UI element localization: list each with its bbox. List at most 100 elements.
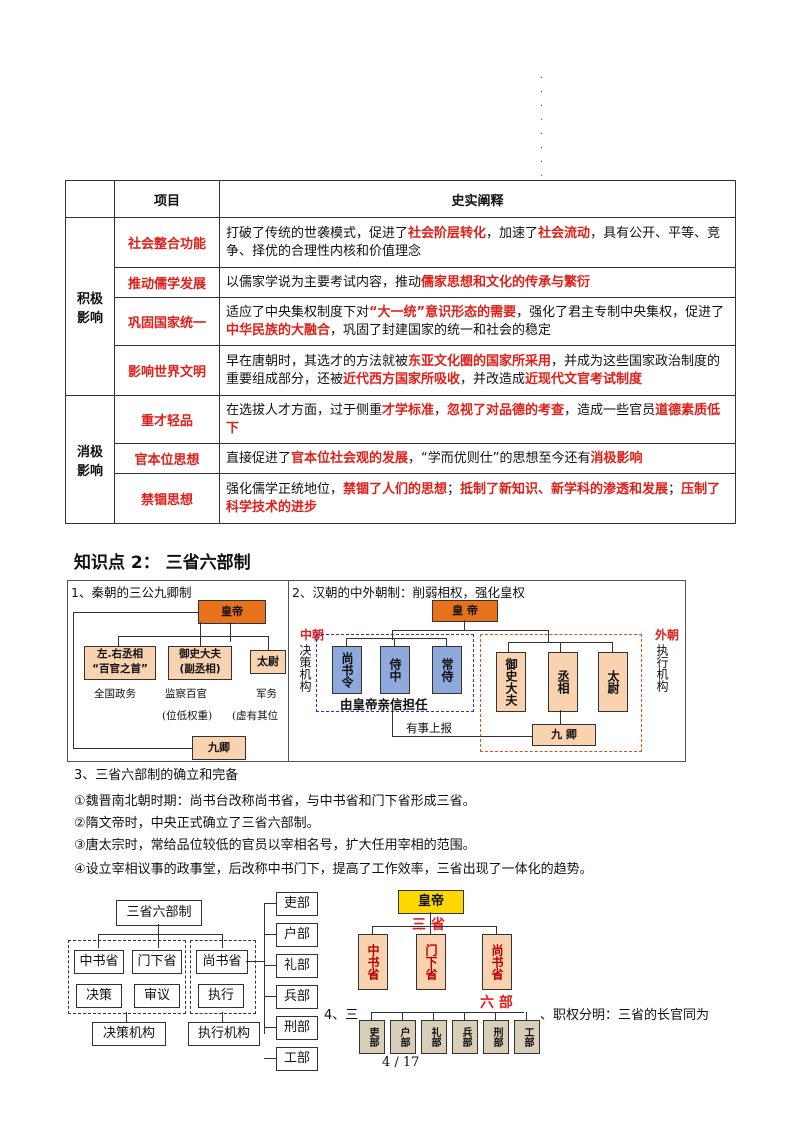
desc-segment: “大一统”意识形态的需要 bbox=[369, 304, 517, 320]
desc-segment: ，“学而优则仕”的思想至今还有 bbox=[408, 450, 591, 466]
d4-shangshu-box: 尚书省 bbox=[482, 934, 512, 990]
desc-segment: ， bbox=[434, 402, 448, 418]
desc-segment: 近现代文官考试制度 bbox=[525, 371, 643, 387]
han-outer-box-1: 御史大夫 bbox=[496, 652, 526, 712]
table-row: 影响世界文明早在唐朝时，其选才的方法就被东亚文化圈的国家所采用，并成为这些国家政… bbox=[66, 345, 736, 396]
table-header-item: 项目 bbox=[114, 180, 220, 218]
d3-dept-box: 兵部 bbox=[276, 985, 318, 1009]
han-jiuqing-box: 九 卿 bbox=[532, 724, 596, 746]
table-row: 官本位思想直接促进了官本位社会观的发展，“学而优则仕”的思想至今还有消极影响 bbox=[66, 443, 736, 474]
d4-liubu-label: 六 部 bbox=[480, 995, 513, 1011]
desc-segment: 忽视了对品德的考查 bbox=[447, 402, 565, 418]
d3-decision-frame bbox=[68, 940, 186, 1014]
row-item: 官本位思想 bbox=[114, 443, 220, 474]
desc-segment: 抵制了新知识、新学科的渗透和发展 bbox=[460, 481, 669, 497]
d3-dept-box: 工部 bbox=[276, 1047, 318, 1071]
d4-dept-box: 礼部 bbox=[421, 1020, 447, 1054]
desc-segment: ，具有公开、平等、竞争、择优的合理性内核和价值理念 bbox=[226, 225, 721, 259]
table-row: 积极影响社会整合功能打破了传统的世袭模式，促进了社会阶层转化，加速了社会流动，具… bbox=[65, 217, 736, 396]
row-item: 影响世界文明 bbox=[114, 345, 220, 396]
group-label: 积极影响 bbox=[65, 217, 115, 396]
table-header-desc: 史实阐释 bbox=[219, 180, 736, 218]
desc-segment: ，并成为这些国家政治制度的重要组成部分，还被 bbox=[226, 353, 721, 387]
desc-segment: 在选拔人才方面，过于侧重 bbox=[226, 402, 383, 418]
list-item-2: ②隋文帝时，中央正式确立了三省六部制。 bbox=[74, 816, 320, 831]
han-inner-box-3: 常侍 bbox=[432, 646, 462, 694]
d3-menxia-box: 门下省 bbox=[132, 950, 182, 974]
desc-segment: ，并改造成 bbox=[460, 371, 526, 387]
row-item: 禁锢思想 bbox=[114, 473, 220, 524]
d4-dept-box: 兵部 bbox=[452, 1020, 478, 1054]
desc-segment: ，强化了君主专制中央集权，促进了 bbox=[516, 304, 725, 320]
d3-shenyi-box: 审议 bbox=[134, 984, 180, 1008]
desc-segment: 近代西方国家所吸收 bbox=[343, 371, 461, 387]
han-inner-box-2: 侍中 bbox=[380, 646, 410, 694]
qin-c2: 监察百官 bbox=[165, 688, 207, 700]
desc-segment: 早在唐朝时，其选才的方法就被 bbox=[226, 353, 409, 369]
desc-segment: 社会流动 bbox=[538, 225, 591, 241]
row-desc: 适应了中央集权制度下对“大一统”意识形态的需要，强化了君主专制中央集权，促进了中… bbox=[219, 297, 736, 346]
item4-suffix: 、职权分明：三省的长官同为 bbox=[540, 1008, 710, 1023]
qin-panel-title: 1、秦朝的三公九卿制 bbox=[71, 585, 192, 600]
han-outer-court-frame bbox=[480, 634, 642, 752]
imperial-exam-impact-table: 项目 史实阐释 积极影响社会整合功能打破了传统的世袭模式，促进了社会阶层转化，加… bbox=[65, 180, 736, 524]
d4-dept-box: 刑部 bbox=[483, 1020, 509, 1054]
desc-segment: 压制了科学技术的进步 bbox=[226, 481, 721, 515]
desc-segment: 以儒家学说为主要考试内容，推动 bbox=[226, 274, 422, 290]
han-outer-box-3: 太尉 bbox=[598, 652, 628, 712]
row-desc: 以儒家学说为主要考试内容，推动儒家思想和文化的传承与繁衍 bbox=[219, 267, 736, 298]
item4-prefix: 4、三 bbox=[324, 1008, 359, 1023]
han-panel bbox=[288, 580, 686, 762]
han-inner-note: 由皇帝亲信担任 bbox=[340, 697, 428, 712]
desc-segment: 消极影响 bbox=[590, 450, 643, 466]
desc-segment: 直接促进了 bbox=[226, 450, 292, 466]
list-item-4: ④设立宰相议事的政事堂，后改称中书门下，提高了工作效率，三省出现了一体化的趋势。 bbox=[74, 862, 593, 877]
desc-segment: 东亚文化圈的国家所采用 bbox=[408, 353, 552, 369]
desc-segment: 打破了传统的世袭模式，促进了 bbox=[226, 225, 409, 241]
desc-segment: 官本位社会观的发展 bbox=[291, 450, 409, 466]
list-item-3: ③唐太宗时，常给品位较低的官员以宰相名号，扩大任用宰相的范围。 bbox=[74, 838, 476, 853]
d3-dept-box: 户部 bbox=[276, 923, 318, 947]
row-item: 巩固国家统一 bbox=[114, 297, 220, 346]
qin-emperor-box: 皇帝 bbox=[198, 600, 266, 624]
d3-dept-box: 礼部 bbox=[276, 954, 318, 978]
row-desc: 直接促进了官本位社会观的发展，“学而优则仕”的思想至今还有消极影响 bbox=[219, 443, 736, 474]
decorative-dots: ········ bbox=[540, 73, 544, 182]
row-item: 社会整合功能 bbox=[114, 217, 220, 268]
row-desc: 早在唐朝时，其选才的方法就被东亚文化圈的国家所采用，并成为这些国家政治制度的重要… bbox=[219, 345, 736, 396]
han-waichao-label: 外朝 bbox=[655, 628, 680, 642]
desc-segment: 社会阶层转化 bbox=[408, 225, 487, 241]
d3-shangshu-box: 尚书省 bbox=[196, 950, 248, 974]
d3-group1-box: 决策机构 bbox=[92, 1022, 166, 1046]
desc-segment: 才学标准 bbox=[382, 402, 435, 418]
d4-dept-box: 吏部 bbox=[359, 1020, 385, 1054]
d3-zhixing-box: 执行 bbox=[198, 984, 244, 1008]
list-item-1: ①魏晋南北朝时期：尚书台改称尚书省，与中书省和门下省形成三省。 bbox=[74, 794, 476, 809]
han-zhongchao-label: 中朝 bbox=[300, 628, 325, 642]
group-label: 消极影响 bbox=[65, 395, 115, 524]
d4-dept-box: 工部 bbox=[514, 1020, 540, 1054]
table-row: 消极影响重才轻品在选拔人才方面，过于侧重才学标准，忽视了对品德的考查，造成一些官… bbox=[65, 395, 736, 524]
table-row: 推动儒学发展以儒家学说为主要考试内容，推动儒家思想和文化的传承与繁衍 bbox=[66, 267, 736, 298]
section-title: 知识点 2： 三省六部制 bbox=[74, 553, 251, 573]
qin-jiuqing-box: 九卿 bbox=[192, 736, 246, 760]
row-desc: 在选拔人才方面，过于侧重才学标准，忽视了对品德的考查，造成一些官员道德素质低下 bbox=[219, 395, 736, 444]
qin-c3b: (虚有其位 bbox=[232, 710, 279, 722]
d3-dept-box: 刑部 bbox=[276, 1016, 318, 1040]
desc-segment: ，巩固了封建国家的统一和社会的稳定 bbox=[330, 322, 552, 338]
desc-segment: ，加速了 bbox=[486, 225, 539, 241]
d3-zhongshu-box: 中书省 bbox=[74, 950, 124, 974]
han-emperor-box: 皇 帝 bbox=[432, 600, 498, 622]
d3-top-box: 三省六部制 bbox=[116, 900, 202, 926]
d3-juece-box: 决策 bbox=[76, 984, 122, 1008]
desc-segment: 禁锢了人们的思想 bbox=[343, 481, 448, 497]
table-header-blank bbox=[65, 180, 115, 218]
han-inner-box-1: 尚书令 bbox=[332, 646, 362, 694]
d4-dept-box: 户部 bbox=[390, 1020, 416, 1054]
qin-chancellor-box: 左.右丞相 “百官之首” bbox=[84, 646, 156, 680]
d3-group2-box: 执行机构 bbox=[188, 1022, 260, 1046]
row-item: 推动儒学发展 bbox=[114, 267, 220, 298]
desc-segment: 适应了中央集权制度下对 bbox=[226, 304, 370, 320]
qin-c3: 军务 bbox=[256, 688, 277, 700]
d3-dept-box: 吏部 bbox=[276, 892, 318, 916]
